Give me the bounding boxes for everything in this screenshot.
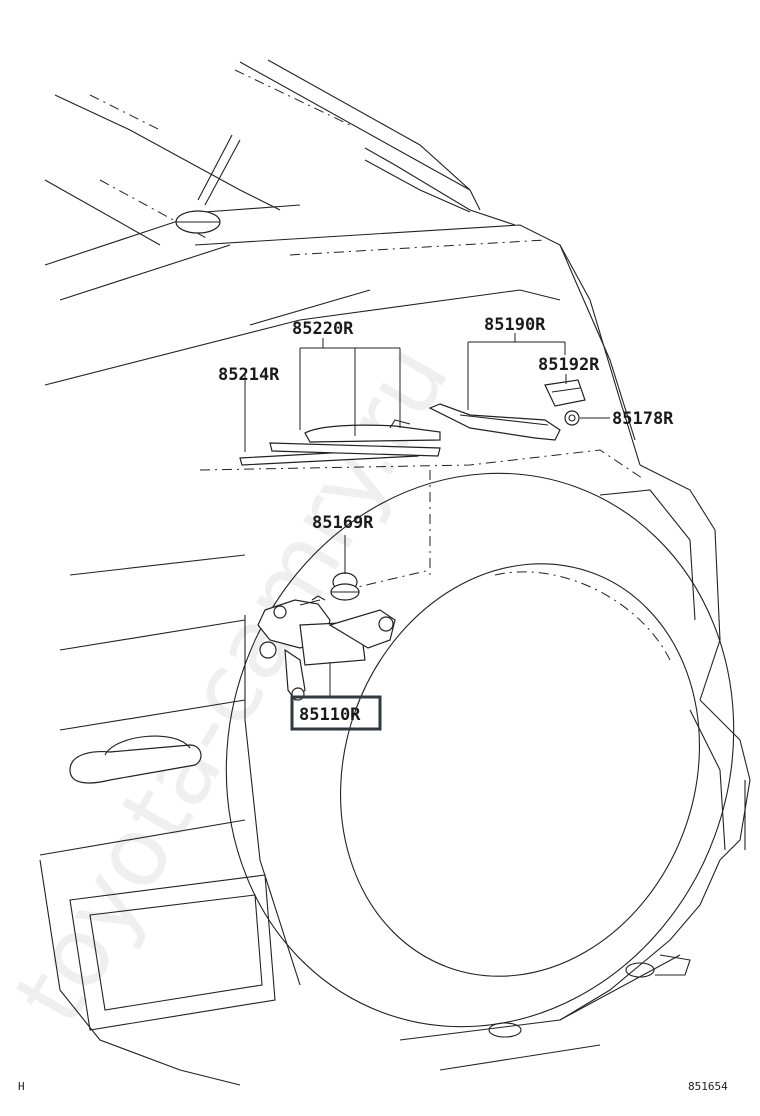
arm-nut: [564, 410, 580, 426]
wiper-motor: [257, 595, 396, 701]
diagram-code: 851654: [688, 1080, 728, 1093]
highlight-frame: [290, 695, 382, 731]
label-85110R[interactable]: 85110R: [299, 705, 361, 725]
label-85192R: 85192R: [538, 355, 600, 375]
label-85190R: 85190R: [484, 315, 546, 335]
vehicle-body-outline: [39, 59, 751, 1086]
label-85169R: 85169R: [312, 513, 374, 533]
spare-tire-cover: [225, 472, 735, 1028]
corner-code-left: H: [18, 1080, 25, 1093]
leader-lines: [244, 333, 610, 698]
label-85214R: 85214R: [218, 365, 280, 385]
arm-cap: [544, 379, 586, 407]
label-85220R: 85220R: [292, 319, 354, 339]
label-85178R: 85178R: [612, 409, 674, 429]
wiper-arm: [428, 403, 561, 441]
wiper-blade: [239, 419, 441, 466]
grommet: [330, 572, 360, 601]
